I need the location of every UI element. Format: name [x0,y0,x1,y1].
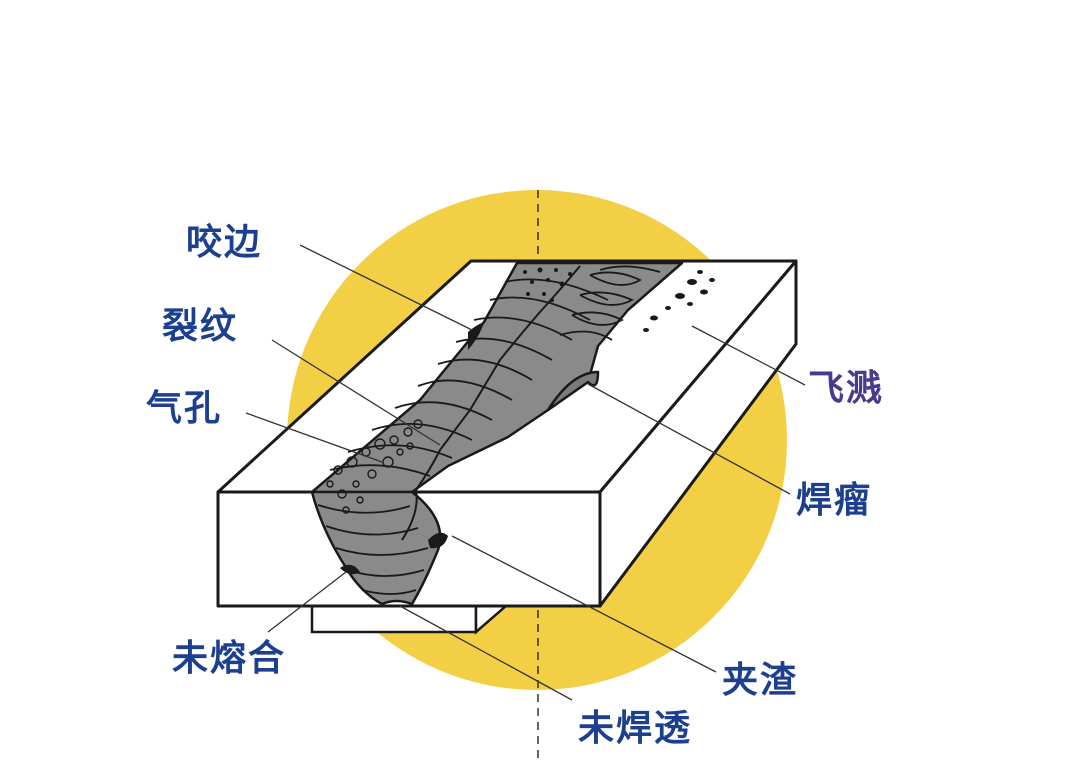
leader-crack [271,339,441,446]
label-crack: 裂纹 [162,306,238,347]
label-spatter: 飞溅 [808,368,884,409]
lack-of-fusion-mark [340,564,360,575]
spatter-dots [643,270,715,332]
overlap-lump [546,370,600,412]
label-lack-of-fusion: 未熔合 [172,638,286,679]
leader-slag [451,535,717,673]
leader-spatter [691,325,806,386]
weld-ripples [317,265,661,595]
crack-line [401,265,581,541]
leader-incomplete-penetration [399,605,573,701]
bead-speckles [523,267,572,302]
leader-overlap [587,383,791,495]
leader-porosity [245,412,383,463]
porosity-bubbles [326,419,423,514]
label-porosity: 气孔 [146,388,222,429]
backing-strip [310,604,510,635]
label-incomplete-penetration: 未焊透 [578,708,692,749]
leader-undercut [299,244,473,331]
slag-inclusion-mark [428,532,448,549]
plate-side-face [598,259,798,608]
leader-lines [245,244,806,701]
label-slag-inclusion: 夹渣 [722,660,798,701]
leader-lack-of-fusion [267,571,347,633]
undercut-notch [468,322,484,350]
label-overlap: 焊瘤 [796,480,872,521]
label-undercut: 咬边 [186,222,262,263]
